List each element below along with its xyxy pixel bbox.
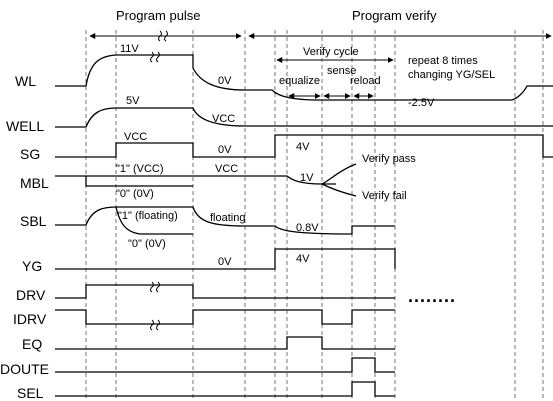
signal-label-drv: DRV xyxy=(16,287,46,303)
idrv-waveform xyxy=(55,309,395,331)
sbl-1-label: "1" (floating) xyxy=(118,210,178,222)
well-5v-label: 5V xyxy=(126,95,140,107)
wl-waveform: 11V 0V -2.5V xyxy=(55,43,553,109)
signal-label-sbl: SBL xyxy=(20,213,47,229)
mbl-1v-label: 1V xyxy=(300,172,314,184)
mbl-verify-pass-label: Verify pass xyxy=(362,153,416,165)
signal-label-wl: WL xyxy=(15,73,36,89)
well-vcc-label: VCC xyxy=(212,113,235,125)
drv-break-mark xyxy=(150,281,160,293)
yg-4v-label: 4V xyxy=(296,253,310,265)
repeat-note-line2: changing YG/SEL xyxy=(408,69,495,81)
sbl-0-label: "0" (0V) xyxy=(128,238,166,250)
sense-label: sense xyxy=(327,65,356,77)
repeat-note-line1: repeat 8 times xyxy=(408,55,478,67)
mbl-1-label: "1" (VCC) xyxy=(116,163,164,175)
sg-vcc-label: VCC xyxy=(124,131,147,143)
mbl-0-label: "0" (0V) xyxy=(116,188,154,200)
wl-neg-label: -2.5V xyxy=(408,97,435,109)
signal-label-mbl: MBL xyxy=(20,175,49,191)
sg-4v-label: 4V xyxy=(296,141,310,153)
wl-11v-label: 11V xyxy=(120,43,139,55)
well-waveform: 5V VCC xyxy=(55,95,553,128)
signal-label-well: WELL xyxy=(6,118,44,134)
sg-waveform: VCC 0V 4V xyxy=(55,131,553,158)
program-pulse-header: Program pulse xyxy=(116,8,201,23)
drv-waveform xyxy=(55,281,395,299)
header-break-mark xyxy=(158,30,168,42)
signal-labels: WL WELL SG MBL SBL YG DRV IDRV EQ DOUTE … xyxy=(0,73,49,401)
mbl-vcc-label: VCC xyxy=(215,163,238,175)
sel-waveform xyxy=(55,381,395,397)
sbl-floating-label: floating xyxy=(210,212,245,224)
repeat-ellipsis: ........ xyxy=(408,286,456,306)
sbl-waveform: "1" (floating) "0" (0V) floating 0.8V xyxy=(55,206,395,250)
signal-label-doute: DOUTE xyxy=(0,361,49,377)
reload-label: reload xyxy=(350,75,381,87)
signal-label-sel: SEL xyxy=(17,385,44,401)
program-verify-header: Program verify xyxy=(352,8,437,23)
equalize-label: equalize xyxy=(279,75,320,87)
sg-0v-label: 0V xyxy=(218,144,232,156)
wl-0v-label: 0V xyxy=(218,75,232,87)
wl-break-mark xyxy=(150,51,160,63)
yg-0v-label: 0V xyxy=(218,256,232,268)
signal-label-eq: EQ xyxy=(22,336,42,352)
signal-label-yg: YG xyxy=(22,258,42,274)
doute-waveform xyxy=(55,357,395,373)
yg-waveform: 0V 4V xyxy=(55,248,396,270)
idrv-break-mark xyxy=(150,319,160,331)
sbl-08v-label: 0.8V xyxy=(296,222,319,234)
mbl-waveform: "1" (VCC) "0" (0V) VCC 1V Verify pass Ve… xyxy=(55,153,416,202)
mbl-verify-fail-label: Verify fail xyxy=(362,190,407,202)
signal-label-sg: SG xyxy=(20,146,40,162)
verify-cycle-label: Verify cycle xyxy=(303,46,359,58)
eq-waveform xyxy=(55,336,395,350)
signal-label-idrv: IDRV xyxy=(13,311,47,327)
